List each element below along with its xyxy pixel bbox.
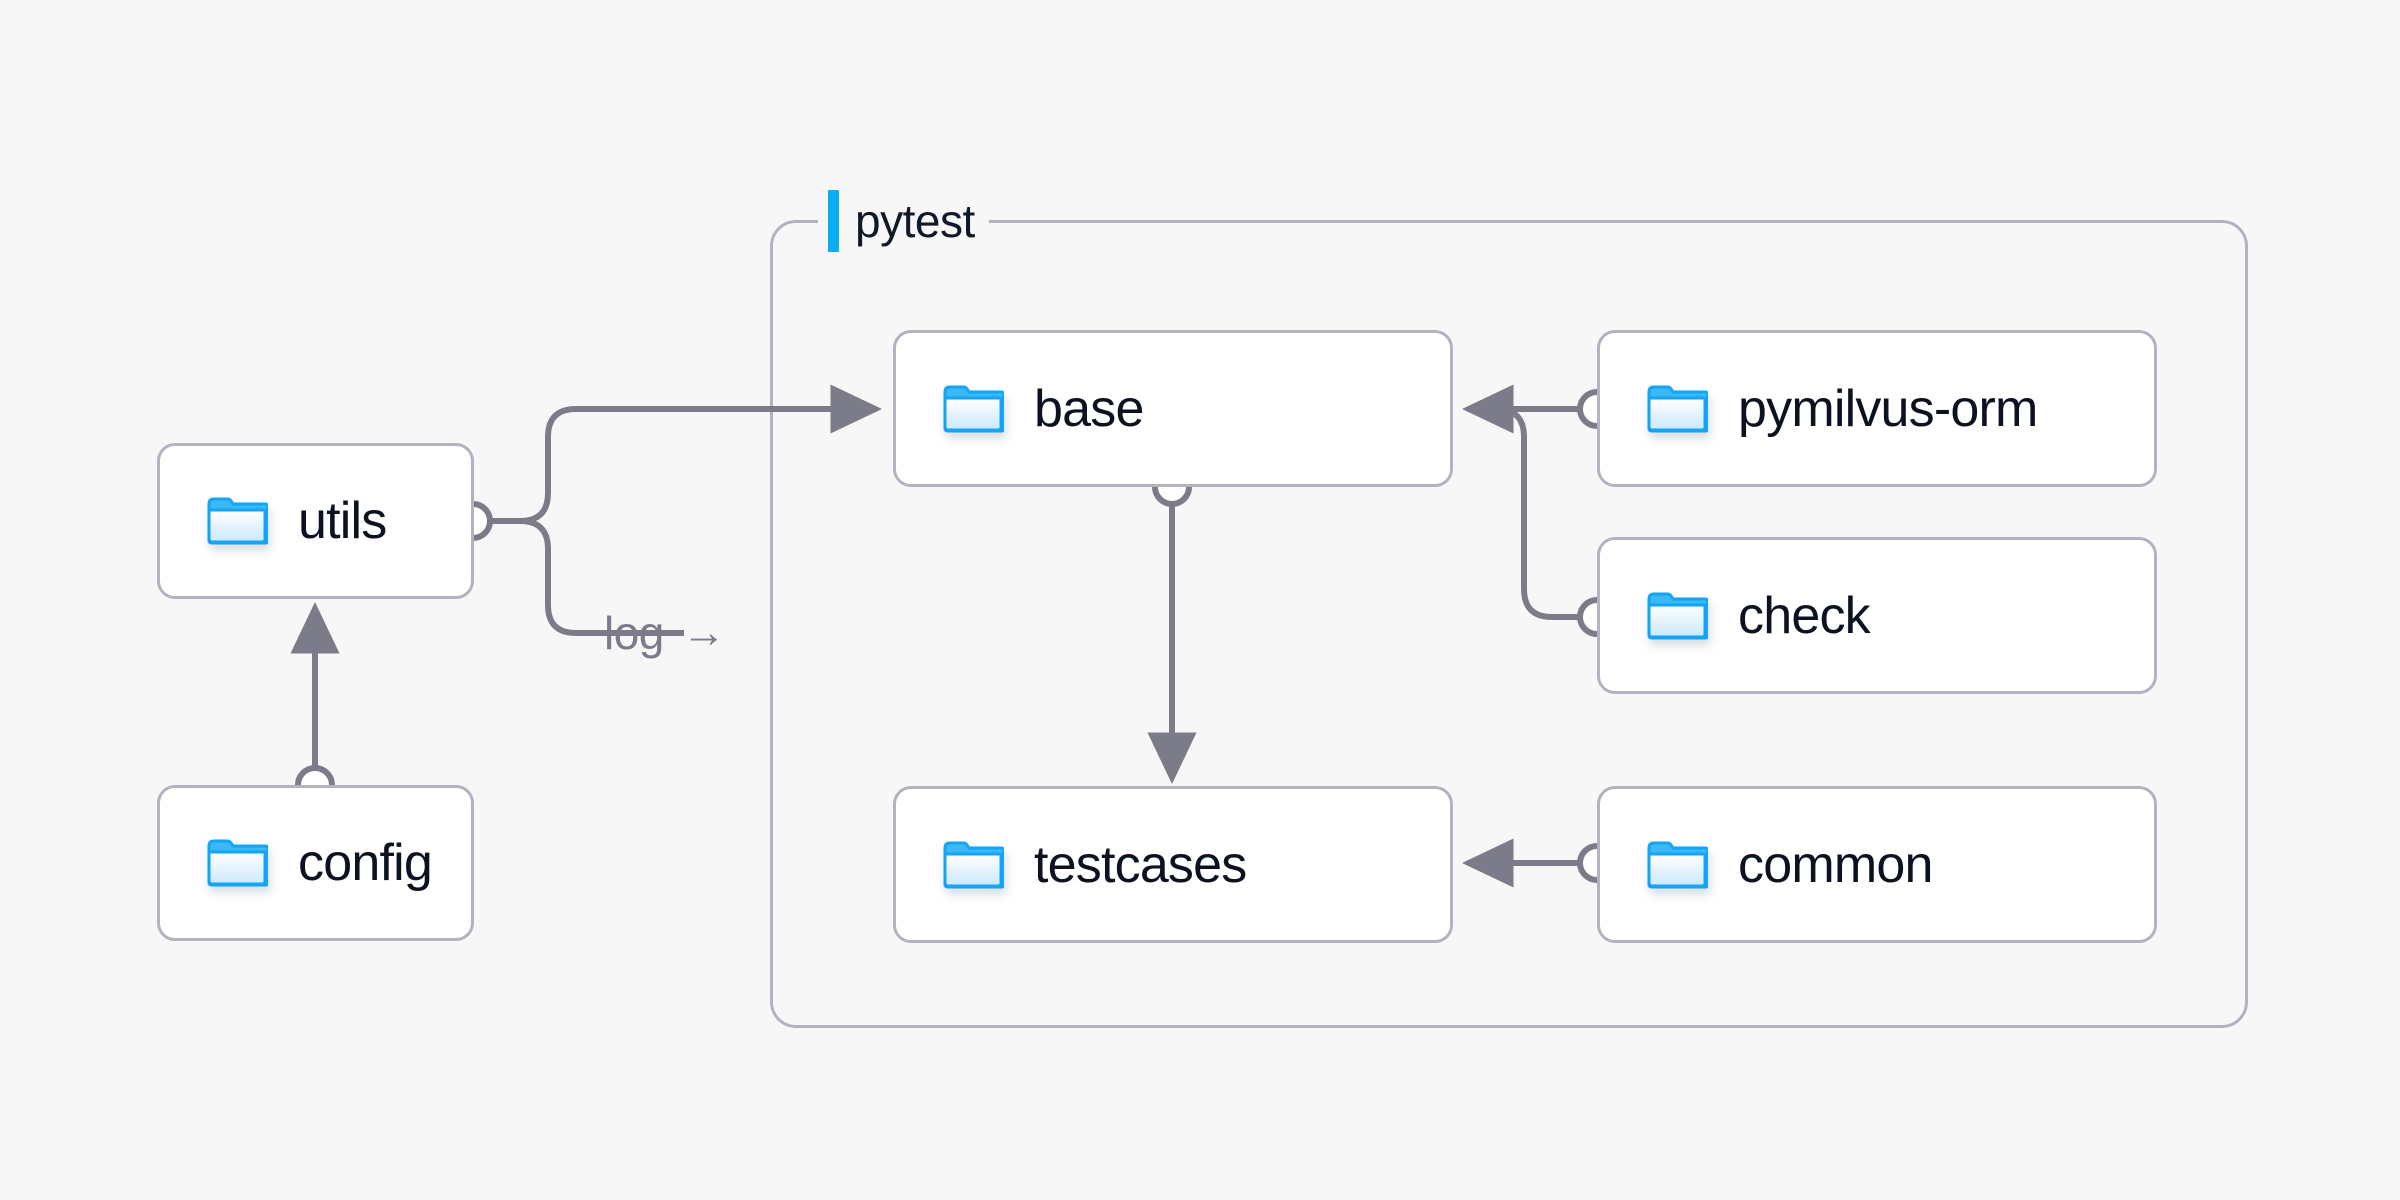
folder-icon (206, 837, 268, 889)
node-label: utils (298, 492, 387, 550)
folder-icon (942, 383, 1004, 435)
node-utils[interactable]: utils (157, 443, 474, 599)
accent-bar-icon (828, 190, 839, 252)
folder-icon (1646, 590, 1708, 642)
node-base[interactable]: base (893, 330, 1453, 487)
node-label: base (1034, 379, 1144, 438)
node-common[interactable]: common (1597, 786, 2157, 943)
group-title-text: pytest (855, 195, 975, 247)
node-pymilvus-orm[interactable]: pymilvus-orm (1597, 330, 2157, 487)
edge-label-log: log → (604, 607, 726, 659)
node-label: pymilvus-orm (1738, 379, 2038, 438)
folder-icon (206, 495, 268, 547)
folder-icon (942, 839, 1004, 891)
folder-icon (1646, 383, 1708, 435)
node-label: check (1738, 586, 1871, 645)
folder-icon (1646, 839, 1708, 891)
node-label: common (1738, 835, 1933, 894)
edge-label-log-text: log (604, 607, 664, 659)
group-container-pytest (770, 220, 2248, 1028)
node-label: testcases (1034, 835, 1247, 894)
edge-config-to-utils (290, 601, 340, 805)
node-check[interactable]: check (1597, 537, 2157, 694)
node-config[interactable]: config (157, 785, 474, 941)
node-testcases[interactable]: testcases (893, 786, 1453, 943)
node-label: config (298, 834, 433, 892)
arrow-right-icon: → (681, 608, 726, 657)
group-label-pytest: pytest (818, 186, 989, 256)
